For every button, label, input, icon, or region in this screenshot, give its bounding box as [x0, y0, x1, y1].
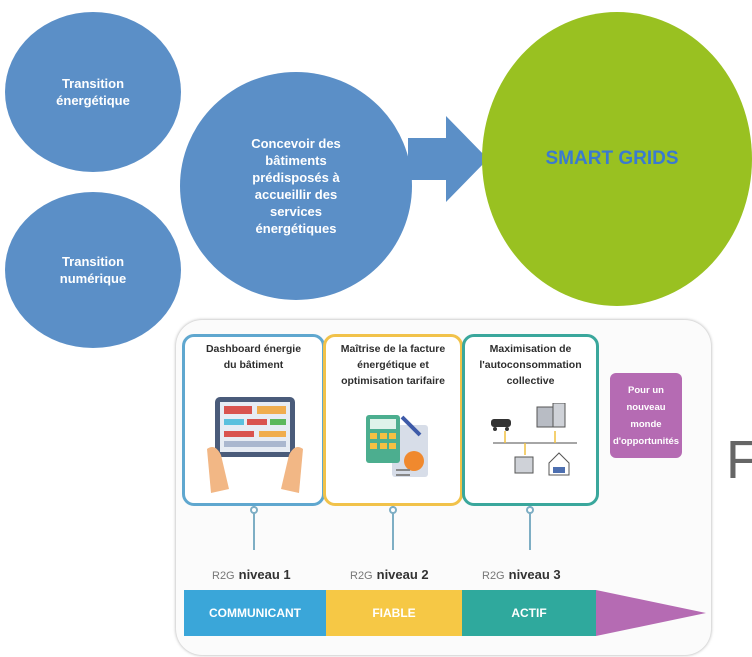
band-communicant: COMMUNICANT	[184, 590, 326, 636]
card-dashboard-title: Dashboard énergie du bâtiment	[205, 343, 302, 371]
calculator-invoice-icon	[366, 415, 428, 477]
opportunities-callout: Pour un nouveau monde d'opportunités	[610, 373, 682, 458]
level-1-prefix: R2G	[212, 570, 235, 582]
transition-energetique-label: Transition énergétique	[56, 76, 130, 108]
level-1-name: niveau 1	[238, 567, 291, 582]
transition-numerique-circle: Transition numérique	[5, 192, 181, 348]
progress-arrow-icon	[596, 590, 706, 636]
transition-energetique-circle: Transition énergétique	[5, 12, 181, 172]
concevoir-batiments-label: Concevoir des bâtiments prédisposés à ac…	[251, 136, 341, 236]
smart-grids-circle: SMART GRIDS	[482, 12, 752, 306]
card-autoconsommation-title: Maximisation de l'autoconsommation colle…	[479, 343, 582, 387]
card-dashboard: Dashboard énergie du bâtiment	[182, 334, 325, 506]
level-2-name: niveau 2	[376, 567, 429, 582]
collective-grid-icon	[491, 403, 577, 476]
tablet-dashboard-icon	[207, 397, 303, 493]
transition-numerique-label: Transition numérique	[59, 254, 127, 286]
card-maitrise-title: Maîtrise de la facture énergétique et op…	[340, 343, 446, 387]
smart-grids-label: SMART GRIDS	[545, 148, 679, 169]
right-arrow-icon	[408, 116, 488, 202]
edge-letter: F	[726, 430, 752, 490]
concevoir-batiments-circle: Concevoir des bâtiments prédisposés à ac…	[180, 72, 412, 300]
band-fiable: FIABLE	[326, 590, 462, 636]
level-3-name: niveau 3	[508, 567, 561, 582]
r2g-levels-panel: Dashboard énergie du bâtiment Maîtrise d…	[176, 320, 711, 655]
card-autoconsommation: Maximisation de l'autoconsommation colle…	[462, 334, 599, 506]
band-actif: ACTIF	[462, 590, 596, 636]
level-3-prefix: R2G	[482, 570, 505, 582]
card-maitrise-facture: Maîtrise de la facture énergétique et op…	[323, 334, 463, 506]
level-2-prefix: R2G	[350, 570, 373, 582]
